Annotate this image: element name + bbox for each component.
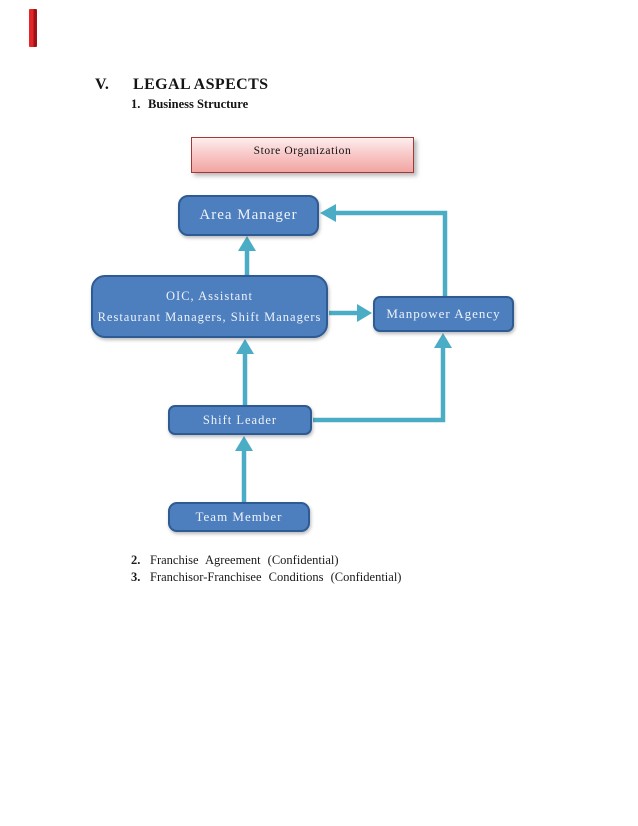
red-bookmark-marker: [29, 9, 37, 47]
node-shift-leader-label: Shift Leader: [202, 412, 278, 427]
section-number: V.: [95, 76, 110, 93]
arrowhead-up-oic: [236, 339, 254, 354]
node-team-member: Team Member: [168, 502, 310, 532]
list-item-business-structure: 1. Business Structure: [131, 97, 491, 112]
node-team-member-label: Team Member: [195, 509, 283, 524]
node-oic-assistant-managers: OIC, Assistant Restaurant Managers, Shif…: [91, 275, 328, 338]
item-label: Franchisor-Franchisee Conditions (Confid…: [150, 570, 402, 584]
connector-manpower-to-area-manager: [335, 210, 448, 296]
item-label: Business Structure: [148, 97, 249, 111]
arrowhead-up-shift-leader: [235, 436, 253, 451]
node-oic-line2: Restaurant Managers, Shift Managers: [97, 309, 322, 324]
node-manpower-label: Manpower Agency: [386, 306, 501, 321]
arrowhead-up-manpower: [434, 333, 452, 348]
store-organization-title-box: Store Organization: [191, 137, 414, 173]
item-number: 2.: [131, 553, 141, 567]
arrowhead-right-manpower: [357, 304, 372, 322]
list-item-franchise-agreement: 2. Franchise Agreement (Confidential): [131, 553, 551, 568]
arrowhead-up-area-manager: [238, 236, 256, 251]
node-manpower-agency: Manpower Agency: [373, 296, 514, 332]
section-title: LEGAL ASPECTS: [133, 76, 269, 93]
node-shift-leader: Shift Leader: [168, 405, 312, 435]
list-item-franchisor-conditions: 3. Franchisor-Franchisee Conditions (Conf…: [131, 570, 551, 585]
node-area-manager-label: Area Manager: [199, 207, 298, 223]
item-number: 3.: [131, 570, 141, 584]
connector-shift-leader-to-manpower: [313, 348, 446, 423]
item-label: Franchise Agreement (Confidential): [150, 553, 339, 567]
node-area-manager: Area Manager: [178, 195, 319, 236]
store-organization-label: Store Organization: [253, 145, 352, 157]
item-number: 1.: [131, 97, 141, 111]
section-heading: V. LEGAL ASPECTS: [95, 76, 495, 94]
arrowhead-left-area-manager: [320, 204, 336, 222]
node-oic-line1: OIC, Assistant: [166, 288, 253, 303]
